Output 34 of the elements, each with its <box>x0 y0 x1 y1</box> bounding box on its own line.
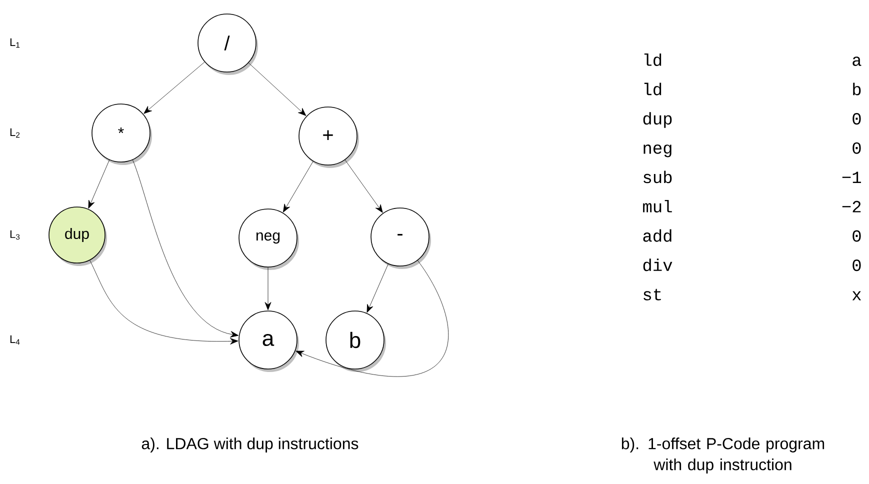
table-cell: 0 <box>852 142 861 154</box>
table-cell: add <box>643 229 672 242</box>
arrow <box>296 260 448 377</box>
table-cell: ld <box>644 53 662 66</box>
level-label: L$_{3}$ <box>10 230 20 240</box>
table-cell: x <box>852 291 862 300</box>
caption: b). 1-offset P-Code program with dup instruction <box>622 438 824 474</box>
level-label: L$_{4}$ <box>10 335 20 345</box>
table-cell: div <box>643 258 672 272</box>
table-cell: mul <box>643 200 672 212</box>
table-cell: st <box>644 288 661 300</box>
table-cell: neg <box>644 144 672 158</box>
arrow <box>144 62 205 114</box>
table-cell: dup <box>643 112 672 128</box>
arrow <box>90 260 238 344</box>
table-cell: a <box>852 56 862 66</box>
table-cell: 0 <box>852 260 861 272</box>
arrow <box>344 160 383 213</box>
table-cell: −2 <box>842 200 861 212</box>
table-cell: b <box>853 82 861 96</box>
arrow <box>88 160 110 209</box>
arrow <box>132 160 239 338</box>
arrow <box>248 62 306 116</box>
table-cell: ld <box>644 82 662 96</box>
arrow <box>366 264 388 313</box>
arrow <box>283 161 314 212</box>
table-cell: sub <box>644 170 672 184</box>
table-cell: 0 <box>852 230 861 242</box>
table-cell: −1 <box>842 172 861 183</box>
table-cell: 0 <box>852 113 861 125</box>
arrow <box>264 267 272 310</box>
level-label: L$_{2}$ <box>10 128 20 138</box>
level-label: L$_{1}$ <box>10 38 20 48</box>
caption: a). LDAG with dup instructions <box>142 438 358 452</box>
